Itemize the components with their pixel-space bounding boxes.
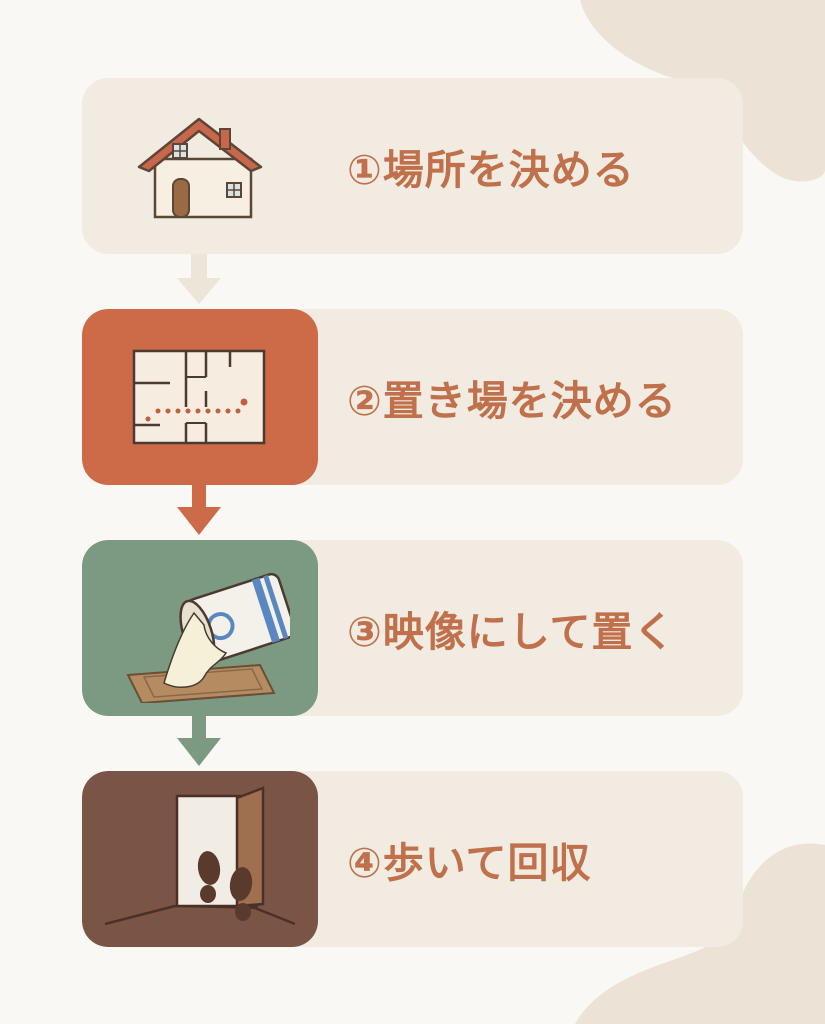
- step-1-card: ①場所を決める: [82, 78, 743, 254]
- step-3-card: ③映像にして置く: [82, 540, 743, 716]
- step-1-label: ①場所を決める: [347, 146, 635, 194]
- step-2-label: ②置き場を決める: [347, 377, 677, 425]
- footprints-door-icon: [105, 786, 295, 926]
- floor-plan-icon: [132, 349, 266, 445]
- step-4-label: ④歩いて回収: [347, 839, 592, 887]
- step-2-card: ②置き場を決める: [82, 309, 743, 485]
- step-3-icon-box: [82, 540, 318, 716]
- step-2-icon-box: [82, 309, 318, 485]
- step-4-icon-box: [82, 771, 318, 947]
- house-icon: [137, 117, 263, 219]
- step-3-label: ③映像にして置く: [347, 608, 676, 656]
- step-4-card: ④歩いて回収: [82, 771, 743, 947]
- spilled-cup-icon: [126, 572, 290, 703]
- step-1-icon-box: [82, 78, 318, 254]
- arrow-3-icon: [177, 716, 221, 766]
- arrow-2-icon: [177, 485, 221, 535]
- arrow-1-icon: [177, 254, 221, 304]
- bottom-right-blob: [575, 843, 825, 1024]
